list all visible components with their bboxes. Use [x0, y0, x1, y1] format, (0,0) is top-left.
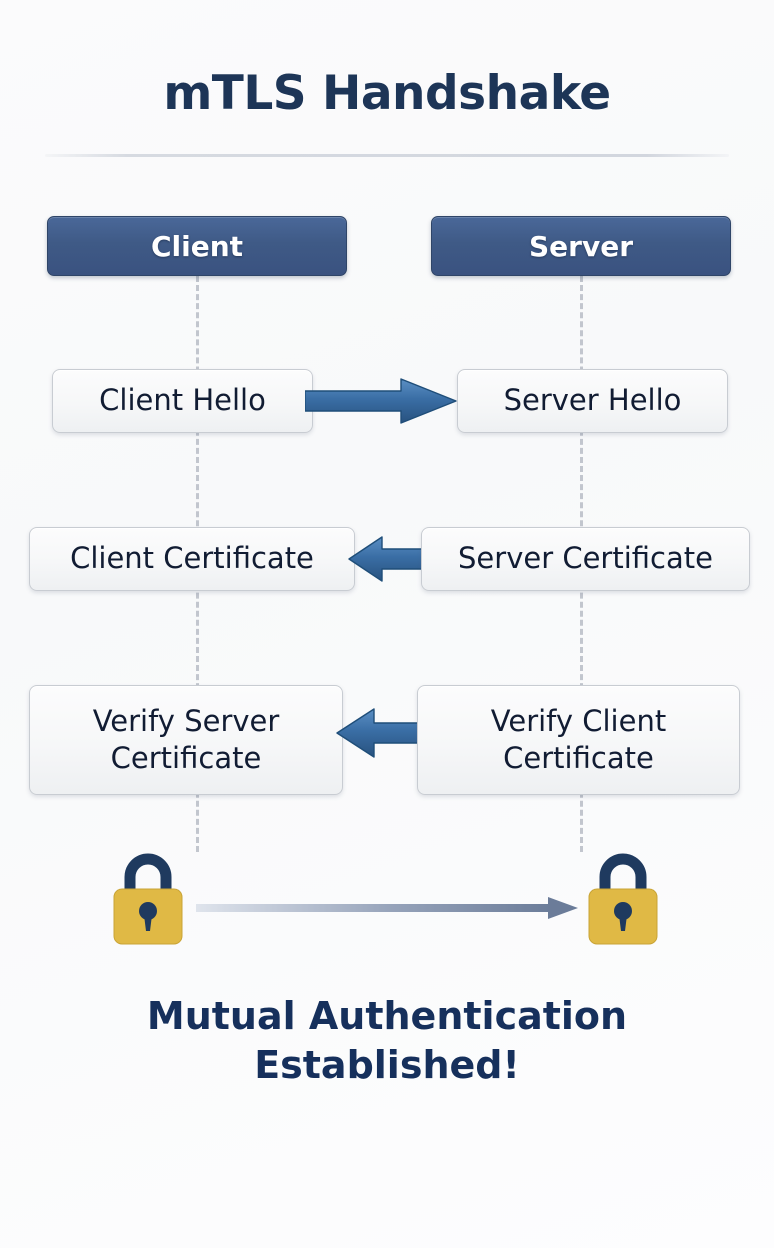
message-label-server-certificate: Server Certificate: [458, 541, 713, 576]
arrow-client-to-server: [305, 378, 457, 424]
verify-server-line-2: Certificate: [110, 741, 262, 775]
footer-line-1: Mutual Authentication: [146, 994, 628, 1038]
actor-label-client: Client: [150, 229, 244, 263]
message-label-server-hello: Server Hello: [503, 383, 682, 418]
title-divider: [45, 154, 729, 157]
actor-header-server[interactable]: Server: [431, 216, 731, 276]
message-box-verify-server-certificate[interactable]: Verify Server Certificate: [29, 685, 343, 795]
message-box-server-hello[interactable]: Server Hello: [457, 369, 728, 433]
verify-client-line-2: Certificate: [503, 741, 654, 775]
actor-label-server: Server: [528, 229, 633, 263]
footer-status: Mutual Authentication Established!: [0, 992, 774, 1089]
message-box-verify-client-certificate[interactable]: Verify Client Certificate: [417, 685, 740, 795]
padlock-icon-server: [588, 853, 658, 945]
actor-header-client[interactable]: Client: [47, 216, 347, 276]
arrow-verify: [336, 708, 418, 758]
message-box-server-certificate[interactable]: Server Certificate: [421, 527, 750, 591]
page-title: mTLS Handshake: [163, 66, 611, 121]
footer-line-2: Established!: [254, 1042, 520, 1087]
message-label-verify-client-certificate: Verify Client Certificate: [428, 703, 729, 777]
verify-server-line-1: Verify Server: [92, 703, 280, 738]
arrow-server-to-client: [348, 536, 424, 582]
mutual-authentication-arrow-icon: [196, 897, 578, 919]
message-box-client-hello[interactable]: Client Hello: [52, 369, 313, 433]
message-label-client-hello: Client Hello: [99, 383, 266, 418]
message-label-verify-server-certificate: Verify Server Certificate: [40, 703, 332, 777]
message-label-client-certificate: Client Certificate: [70, 541, 314, 576]
padlock-icon-client: [113, 853, 183, 945]
verify-client-line-1: Verify Client: [490, 703, 667, 738]
message-box-client-certificate[interactable]: Client Certificate: [29, 527, 355, 591]
